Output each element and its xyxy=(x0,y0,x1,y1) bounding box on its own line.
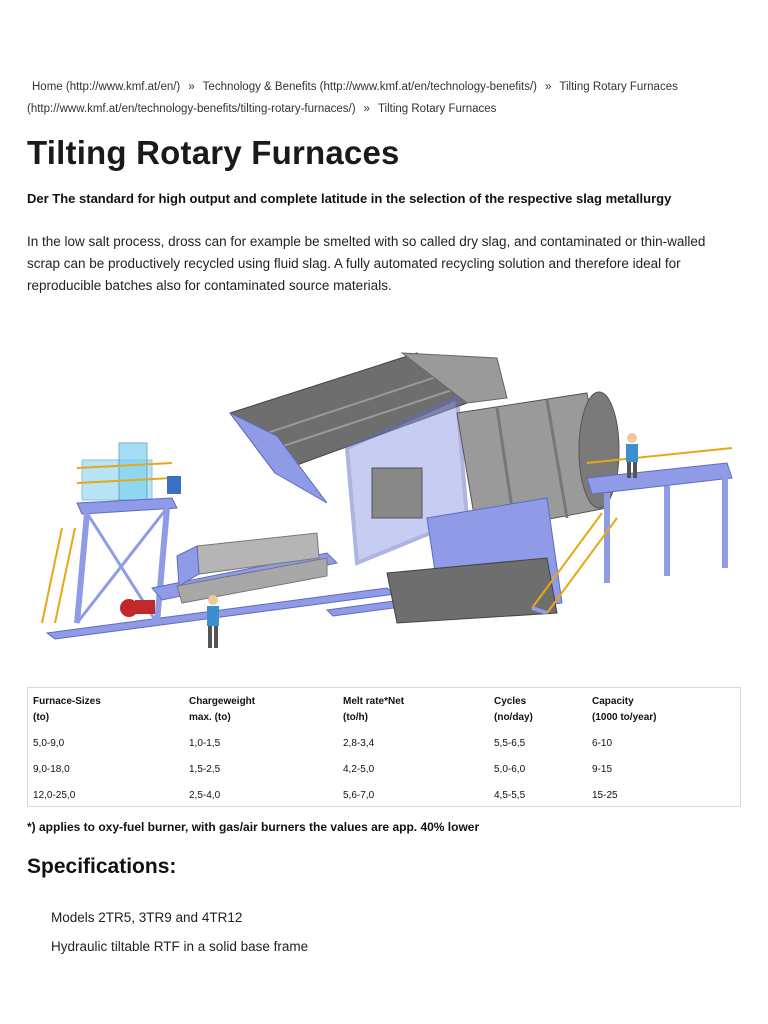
column-header-melt-rate: Melt rate*Net(to/h) xyxy=(343,696,405,723)
specifications-list: Models 2TR5, 3TR9 and 4TR12 Hydraulic ti… xyxy=(51,903,308,961)
intro-paragraph: In the low salt process, dross can for e… xyxy=(27,234,706,293)
charging-skip xyxy=(151,532,339,604)
table-cell: 9-15 xyxy=(592,764,613,775)
furnace-hood xyxy=(229,352,508,504)
page-title: Tilting Rotary Furnaces xyxy=(27,134,400,171)
table-cell: 5,0-6,0 xyxy=(494,764,526,775)
table-cell: 15-25 xyxy=(592,790,618,801)
furnace-drawing xyxy=(41,352,733,648)
column-header-capacity: Capacity(1000 to/year) xyxy=(592,696,657,723)
table-cell: 1,5-2,5 xyxy=(189,764,221,775)
breadcrumb-furnaces-url[interactable]: (http://www.kmf.at/en/technology-benefit… xyxy=(27,103,356,115)
breadcrumb-home-link[interactable]: Home (http://www.kmf.at/en/) xyxy=(32,81,181,93)
breadcrumb-furnaces-link[interactable]: Tilting Rotary Furnaces xyxy=(559,81,678,93)
table-cell: 5,0-9,0 xyxy=(33,738,65,749)
table-cell: 5,5-6,5 xyxy=(494,738,526,749)
operator-platform xyxy=(531,447,733,615)
specifications-heading: Specifications: xyxy=(27,855,177,878)
breadcrumb-separator: » xyxy=(188,81,195,93)
table-cell: 4,5-5,5 xyxy=(494,790,526,801)
table-cell: 2,8-3,4 xyxy=(343,738,375,749)
table-cell: 9,0-18,0 xyxy=(33,764,70,775)
breadcrumb-technology-link[interactable]: Technology & Benefits (http://www.kmf.at… xyxy=(202,81,537,93)
furnace-illustration xyxy=(27,318,741,670)
charging-tower xyxy=(41,442,181,624)
column-header-furnace-size: Furnace-Sizes(to) xyxy=(33,696,101,723)
list-item: Models 2TR5, 3TR9 and 4TR12 xyxy=(51,910,243,925)
table-cell: 6-10 xyxy=(592,738,613,749)
worker-figure xyxy=(207,595,219,648)
table-cell: 4,2-5,0 xyxy=(343,764,375,775)
breadcrumb-separator: » xyxy=(544,81,552,93)
column-header-cycles: Cycles(no/day) xyxy=(494,696,533,723)
page-subtitle: Der The standard for high output and com… xyxy=(27,191,672,206)
list-item: Hydraulic tiltable RTF in a solid base f… xyxy=(51,939,309,954)
breadcrumb-current: Tilting Rotary Furnaces xyxy=(377,103,497,115)
table-footnote: *) applies to oxy-fuel burner, with gas/… xyxy=(27,820,480,834)
table-cell: 5,6-7,0 xyxy=(343,790,375,801)
table-cell: 1,0-1,5 xyxy=(189,738,221,749)
breadcrumb-separator: » xyxy=(363,103,370,115)
table-cell: 2,5-4,0 xyxy=(189,790,221,801)
breadcrumb: Home (http://www.kmf.at/en/) » Technology … xyxy=(27,76,747,120)
worker-figure xyxy=(626,433,638,478)
table-cell: 12,0-25,0 xyxy=(33,790,76,801)
